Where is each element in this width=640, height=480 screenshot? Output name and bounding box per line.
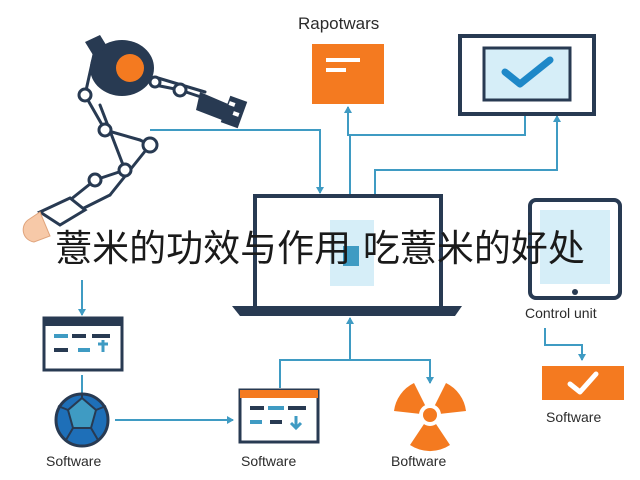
overlay-title: 薏米的功效与作用 吃薏米的好处 [55, 227, 585, 270]
arrow-laptop-to-monitor [374, 115, 561, 195]
orange-check-box-icon [542, 366, 624, 400]
label-control-unit: Control unit [525, 305, 597, 321]
arrow-laptop-to-doc [344, 106, 352, 195]
label-boftware: Boftware [391, 453, 447, 469]
radiation-icon [394, 383, 466, 452]
label-software-right: Software [546, 409, 602, 425]
arrow-to-radiation [350, 359, 434, 384]
label-rapotwars: Rapotwars [298, 14, 380, 33]
arrow-software-to-laptop [279, 317, 354, 388]
control-panel-icon [42, 316, 124, 372]
connector-doc-branch [350, 110, 526, 136]
arrow-robot-to-laptop [150, 129, 324, 194]
tablet-icon [528, 198, 622, 300]
orange-document-icon [312, 44, 384, 104]
arrow-control-to-software [544, 328, 586, 361]
software-panel-icon [238, 388, 320, 444]
monitor-check-icon [458, 34, 596, 116]
robot-arm-icon [22, 35, 248, 243]
network-ball-icon [54, 392, 110, 448]
connector-lines [78, 106, 586, 424]
label-software-middle: Software [241, 453, 297, 469]
laptop-icon [232, 194, 462, 316]
label-software-left: Software [46, 453, 102, 469]
